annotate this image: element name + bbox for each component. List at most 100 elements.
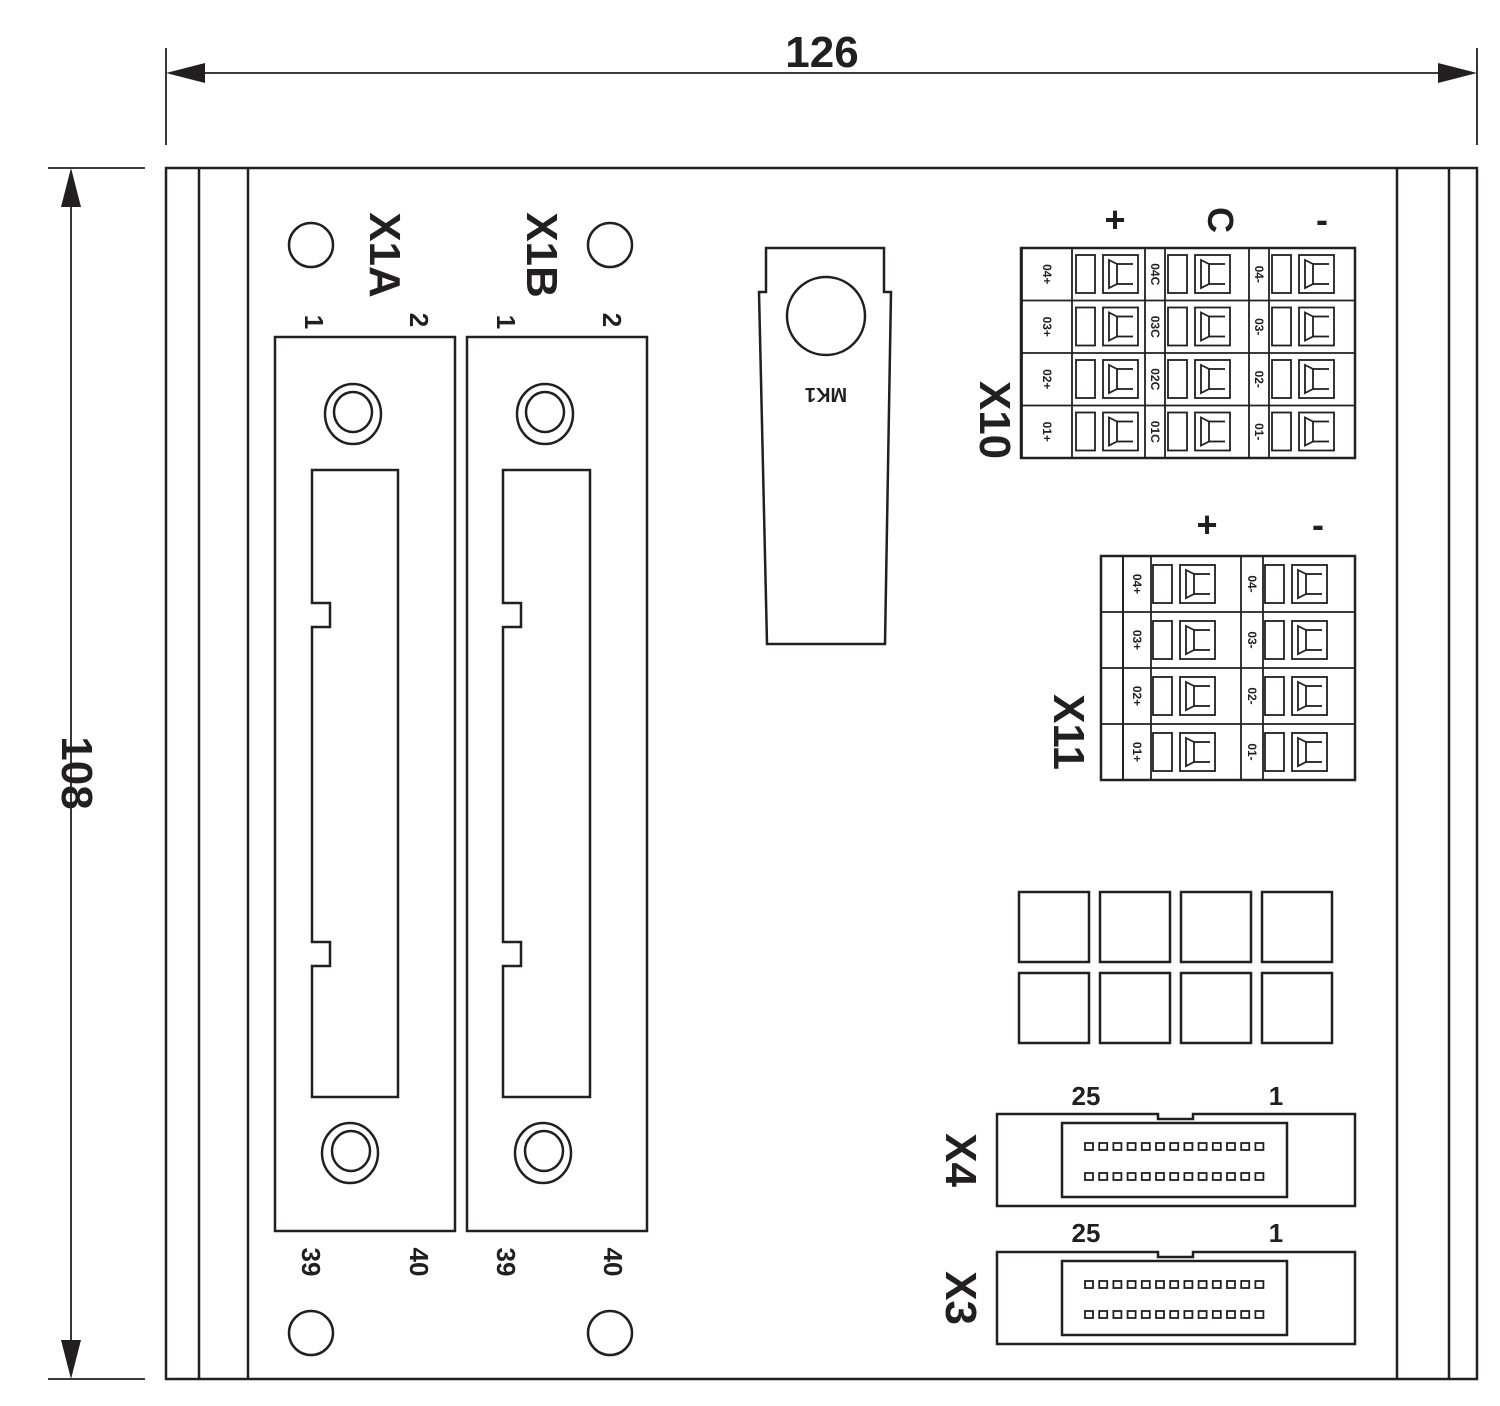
x1a-pin-39: 39 — [296, 1248, 326, 1277]
connector-x1a — [273, 335, 457, 1233]
terminal-slot — [1264, 732, 1285, 772]
width-value: 126 — [785, 28, 858, 77]
terminal-slot — [1152, 564, 1173, 604]
contact-pin — [1126, 1310, 1137, 1319]
x10-terminal-label: 04C — [1148, 263, 1162, 285]
terminal-clamp — [1102, 411, 1139, 452]
terminal-slot — [1264, 620, 1285, 660]
contact-pin — [1183, 1142, 1194, 1151]
x11-terminal-label: 03- — [1245, 631, 1259, 648]
terminal-slot — [1264, 564, 1285, 604]
contact-pin — [1140, 1310, 1151, 1319]
terminal-slot — [1271, 306, 1292, 347]
contact-pin — [1126, 1142, 1137, 1151]
connector-x4 — [995, 1112, 1357, 1208]
indicator-window — [1098, 971, 1172, 1045]
contact-pin — [1197, 1310, 1208, 1319]
terminal-clamp — [1179, 676, 1216, 716]
contact-pin — [1155, 1172, 1165, 1181]
terminal-slot — [1075, 359, 1096, 399]
mounting-hole — [586, 221, 634, 269]
contact-pin — [1112, 1310, 1123, 1319]
contact-pin — [1169, 1280, 1180, 1289]
x4-label: X4 — [936, 1133, 985, 1187]
contact-pin — [1098, 1142, 1109, 1151]
contact-pin — [1226, 1310, 1236, 1319]
connector-x3 — [995, 1250, 1357, 1346]
x10-terminal-label: 04- — [1252, 266, 1266, 283]
x10-polarity-c: C — [1200, 207, 1241, 233]
x10-terminal-label: 01C — [1148, 421, 1162, 443]
terminal-clamp — [1102, 254, 1139, 294]
x3-pin-25: 25 — [1072, 1218, 1101, 1248]
x11-terminal-label: 01+ — [1130, 742, 1144, 762]
x10-terminal-label: 02+ — [1040, 369, 1054, 389]
contact-pin — [1211, 1280, 1222, 1289]
contact-pin — [1140, 1142, 1151, 1151]
x11-terminal-label: 02+ — [1130, 686, 1144, 706]
x1a-pin-40: 40 — [404, 1248, 434, 1277]
terminal-slot — [1271, 411, 1292, 452]
indicator-window — [1260, 971, 1334, 1045]
mounting-holes — [287, 221, 634, 1357]
x11-polarity-minus: - — [1312, 504, 1324, 545]
contact-pin — [1183, 1172, 1194, 1181]
housing — [164, 166, 1479, 1381]
contact-pin — [1211, 1310, 1222, 1319]
indicator-window — [1179, 890, 1253, 964]
x10-terminal-label: 01- — [1252, 423, 1266, 440]
contact-pin — [1197, 1142, 1208, 1151]
indicator-grid — [1017, 890, 1334, 1045]
terminal-slot — [1167, 306, 1188, 347]
x11-label: X11 — [1044, 694, 1093, 770]
contact-pin — [1211, 1172, 1222, 1181]
terminal-clamp — [1298, 254, 1335, 294]
contact-pin — [1254, 1142, 1265, 1151]
terminal-slot — [1152, 676, 1173, 716]
terminal-clamp — [1291, 732, 1328, 772]
x1b-pin-39: 39 — [491, 1248, 521, 1277]
contact-pin — [1183, 1280, 1194, 1289]
contact-pin — [1226, 1172, 1236, 1181]
contact-pin — [1140, 1280, 1151, 1289]
indicator-window — [1098, 890, 1172, 964]
terminal-clamp — [1298, 411, 1335, 452]
contact-pin — [1112, 1172, 1123, 1181]
terminal-slot — [1075, 254, 1096, 294]
x11-terminal-label: 04+ — [1130, 574, 1144, 594]
terminal-slot — [1075, 411, 1096, 452]
terminal-clamp — [1179, 620, 1216, 660]
x1b-pin-40: 40 — [598, 1248, 628, 1277]
contact-pin — [1169, 1142, 1180, 1151]
mk1-label: MK1 — [805, 383, 847, 405]
contact-pin — [1240, 1280, 1251, 1289]
x11-polarity-plus: + — [1196, 504, 1217, 545]
contact-pin — [1084, 1310, 1094, 1319]
terminal-clamp — [1291, 676, 1328, 716]
x10-terminal-label: 01+ — [1040, 422, 1054, 442]
terminal-slot — [1152, 620, 1173, 660]
contact-pin — [1155, 1142, 1165, 1151]
x10-label: X10 — [970, 381, 1019, 459]
x4-pin-1: 1 — [1269, 1081, 1283, 1111]
x11-terminal-label: 02- — [1245, 687, 1259, 704]
contact-pin — [1183, 1310, 1194, 1319]
contact-pin — [1098, 1310, 1109, 1319]
contact-pin — [1126, 1172, 1137, 1181]
contact-pin — [1084, 1172, 1094, 1181]
x1b-pin-1: 1 — [491, 315, 521, 329]
connector-x1b — [465, 335, 649, 1233]
indicator-window — [1017, 971, 1091, 1045]
contact-pin — [1155, 1280, 1165, 1289]
mounting-hole — [287, 221, 335, 269]
contact-pin — [1211, 1142, 1222, 1151]
x1a-label: X1A — [360, 212, 409, 298]
x10-terminal-label: 02C — [1148, 368, 1162, 390]
contact-pin — [1098, 1172, 1109, 1181]
x11-terminal-label: 01- — [1245, 743, 1259, 760]
contact-pin — [1155, 1310, 1165, 1319]
contact-pin — [1197, 1280, 1208, 1289]
indicator-window — [1179, 971, 1253, 1045]
